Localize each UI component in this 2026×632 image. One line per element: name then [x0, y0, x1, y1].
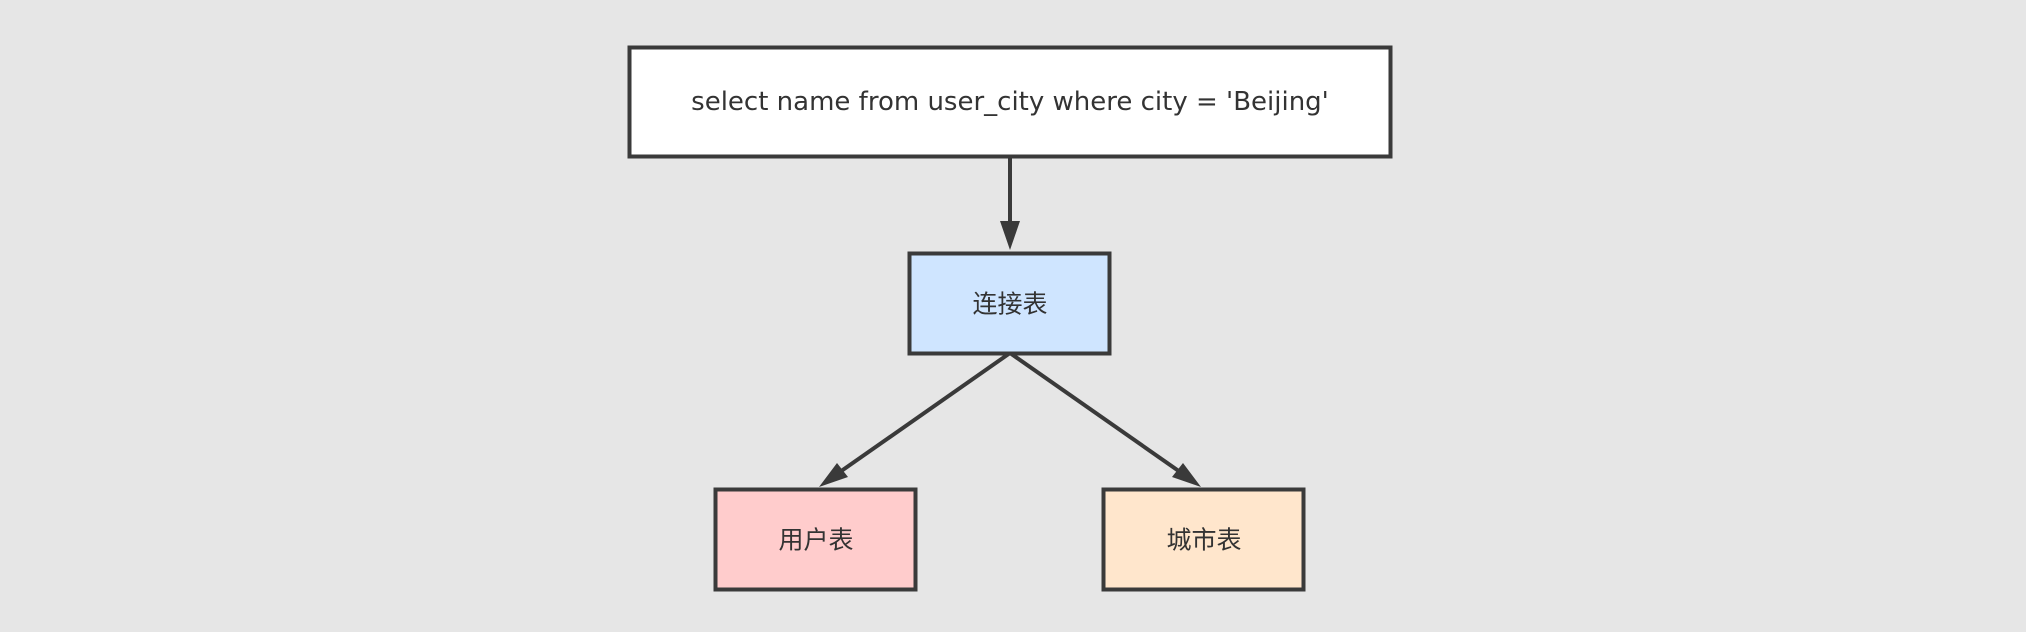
- node-join-box: [907, 251, 1112, 356]
- node-join-label: 连接表: [972, 290, 1047, 319]
- node-user-box: [713, 487, 918, 592]
- edge-join-to-city: [1008, 351, 1185, 476]
- edge-join-to-user: [835, 351, 1012, 476]
- node-city: 城市表: [1101, 487, 1306, 592]
- arrowhead-join-to-user: [819, 463, 848, 487]
- arrowhead-join-to-city: [1172, 463, 1201, 487]
- node-user-label: 用户表: [778, 526, 853, 555]
- node-query: select name from user_city where city = …: [627, 45, 1393, 159]
- node-query-label: select name from user_city where city = …: [691, 87, 1329, 117]
- node-user: 用户表: [713, 487, 918, 592]
- node-city-label: 城市表: [1166, 526, 1241, 555]
- node-city-box: [1101, 487, 1306, 592]
- node-query-box: [627, 45, 1393, 159]
- arrowhead-query-to-join: [1000, 221, 1020, 250]
- edges: [819, 157, 1201, 487]
- node-join: 连接表: [907, 251, 1112, 356]
